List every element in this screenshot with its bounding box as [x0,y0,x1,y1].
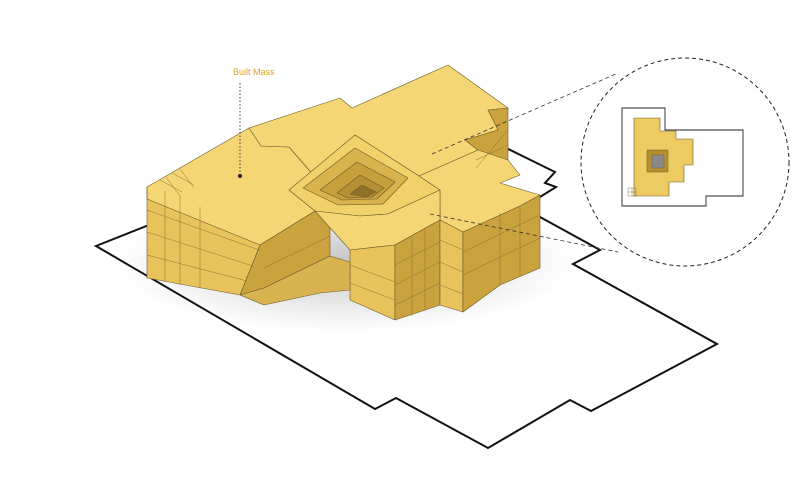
site-plan-inset [581,58,789,266]
built-mass [147,65,540,320]
label-leader-dot [238,174,242,178]
mass-face-right-left [440,220,463,312]
built-mass-label: Built Mass [233,67,275,77]
